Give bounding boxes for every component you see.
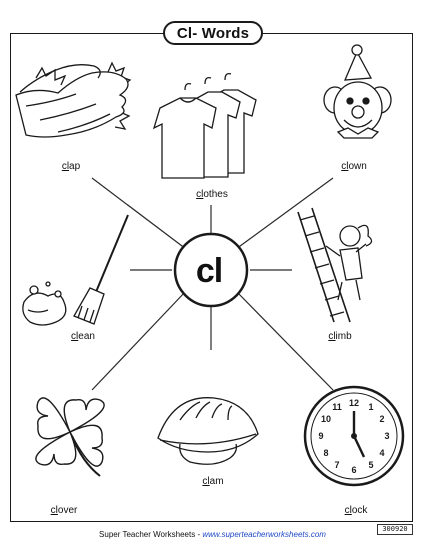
word-rest: am <box>209 476 224 487</box>
word-rest: imb <box>335 331 352 342</box>
connector-lines <box>91 177 334 391</box>
word-prefix: cl <box>61 161 70 172</box>
svg-text:4: 4 <box>379 448 384 458</box>
climb-illustration <box>297 207 373 323</box>
center-blend: cl <box>195 251 223 290</box>
word-prefix: cl <box>341 161 349 172</box>
svg-text:7: 7 <box>334 460 339 470</box>
svg-text:3: 3 <box>384 431 389 441</box>
word-prefix: cl <box>344 505 352 516</box>
worksheet-title: Cl- Words <box>163 21 263 45</box>
word-prefix: cl <box>202 476 210 487</box>
clean-illustration <box>22 214 129 326</box>
word-prefix: cl <box>196 189 204 200</box>
svg-text:8: 8 <box>323 448 328 458</box>
footer-link[interactable]: www.superteacherworksheets.com <box>202 530 326 539</box>
word-label-clap: clap <box>36 161 106 172</box>
worksheet-code: 300920 <box>377 524 413 535</box>
word-rest: ock <box>351 505 368 516</box>
word-label-clean: clean <box>48 331 118 342</box>
center-circle <box>173 232 249 308</box>
word-label-clothes: clothes <box>177 189 247 200</box>
svg-text:1: 1 <box>368 402 373 412</box>
word-label-clam: clam <box>178 476 248 487</box>
word-label-clover: clover <box>29 505 99 516</box>
word-label-clown: clown <box>319 161 389 172</box>
word-rest: over <box>57 505 78 516</box>
svg-text:6: 6 <box>351 465 356 475</box>
footer: Super Teacher Worksheets - www.superteac… <box>0 530 425 539</box>
word-rest: ap <box>69 161 81 172</box>
svg-text:10: 10 <box>321 414 331 424</box>
svg-text:12: 12 <box>349 398 359 408</box>
word-prefix: cl <box>328 331 336 342</box>
footer-text: Super Teacher Worksheets - <box>99 530 203 539</box>
word-prefix: cl <box>50 505 58 516</box>
word-rest: ean <box>78 331 95 342</box>
word-rest: othes <box>203 189 228 200</box>
svg-text:9: 9 <box>318 431 323 441</box>
clown-illustration <box>323 44 392 139</box>
word-label-climb: climb <box>305 331 375 342</box>
word-rest: own <box>348 161 367 172</box>
svg-text:5: 5 <box>368 460 373 470</box>
clothes-illustration <box>152 72 257 179</box>
clover-illustration <box>35 397 105 477</box>
word-label-clock: clock <box>321 505 391 516</box>
svg-text:2: 2 <box>379 414 384 424</box>
svg-text:11: 11 <box>332 402 342 412</box>
word-prefix: cl <box>71 331 79 342</box>
clock-illustration: 12 1 2 3 4 5 6 7 8 9 10 11 <box>303 385 405 487</box>
clap-illustration <box>15 61 132 138</box>
clam-illustration <box>157 397 259 465</box>
